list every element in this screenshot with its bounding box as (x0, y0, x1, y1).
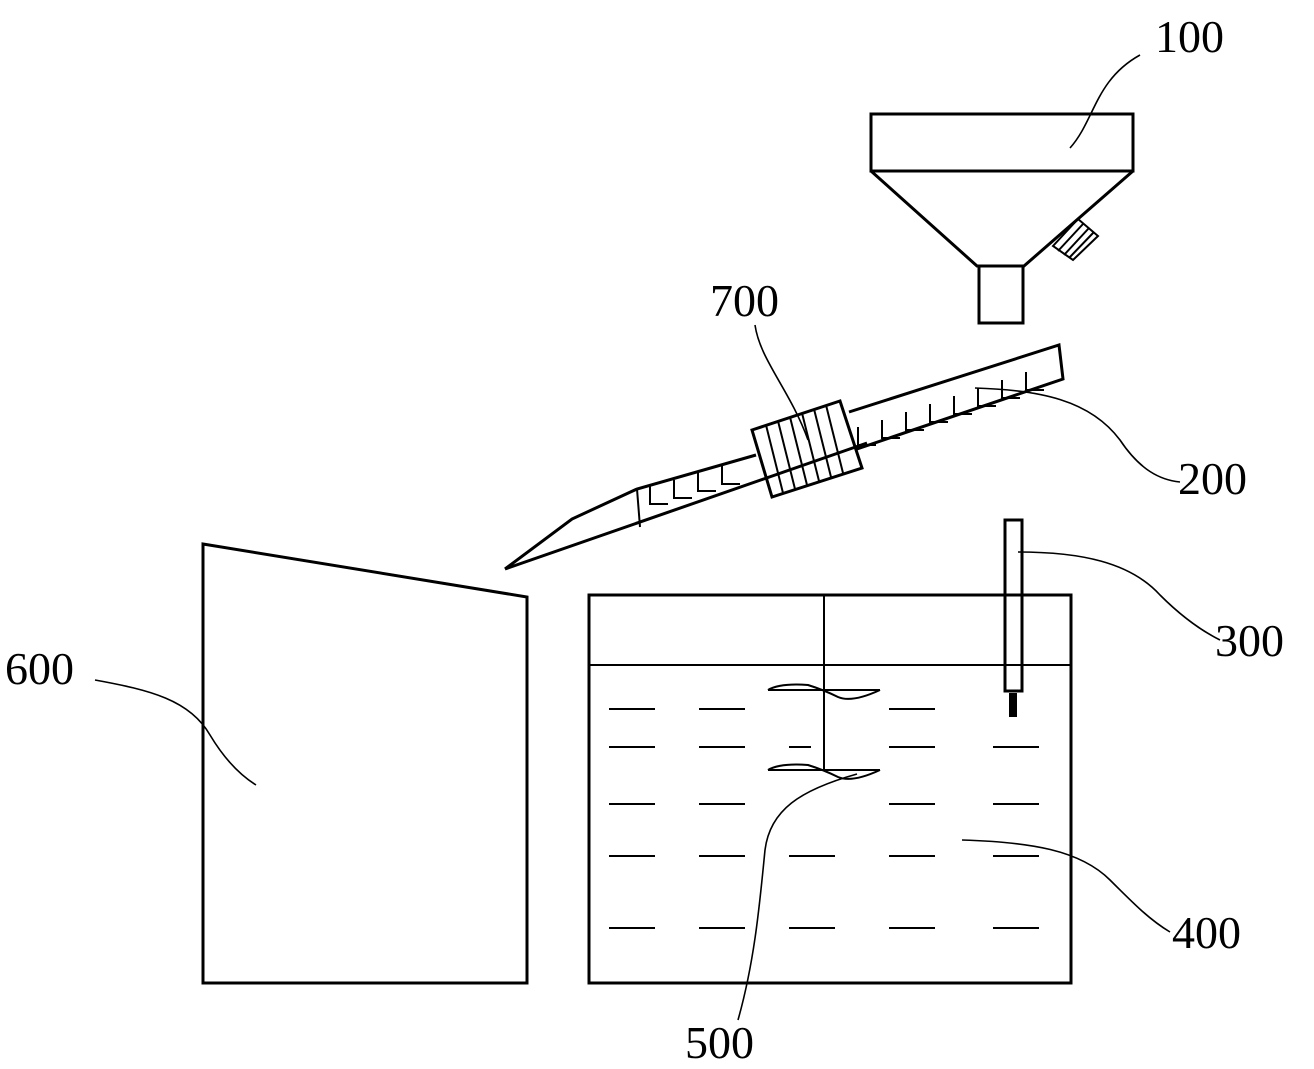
liquid-dashes (609, 708, 1039, 929)
leader-lines (94, 54, 1221, 1021)
inclined-conveyor (504, 343, 1065, 571)
stirrer (767, 595, 881, 780)
label-motor: 700 (710, 275, 779, 326)
label-conveyor: 200 (1178, 453, 1247, 504)
label-tank: 400 (1172, 907, 1241, 958)
label-hopper: 100 (1155, 11, 1224, 62)
conveyor-flights (649, 372, 1044, 505)
label-sensor: 300 (1215, 615, 1284, 666)
mixing-tank (587, 593, 1073, 985)
hopper-valve (1051, 217, 1100, 262)
hopper (869, 112, 1135, 325)
sensor-probe (1003, 518, 1024, 717)
drive-motor (750, 399, 864, 499)
label-collector: 600 (5, 643, 74, 694)
label-stirrer: 500 (685, 1017, 754, 1068)
collection-bin (201, 542, 529, 985)
